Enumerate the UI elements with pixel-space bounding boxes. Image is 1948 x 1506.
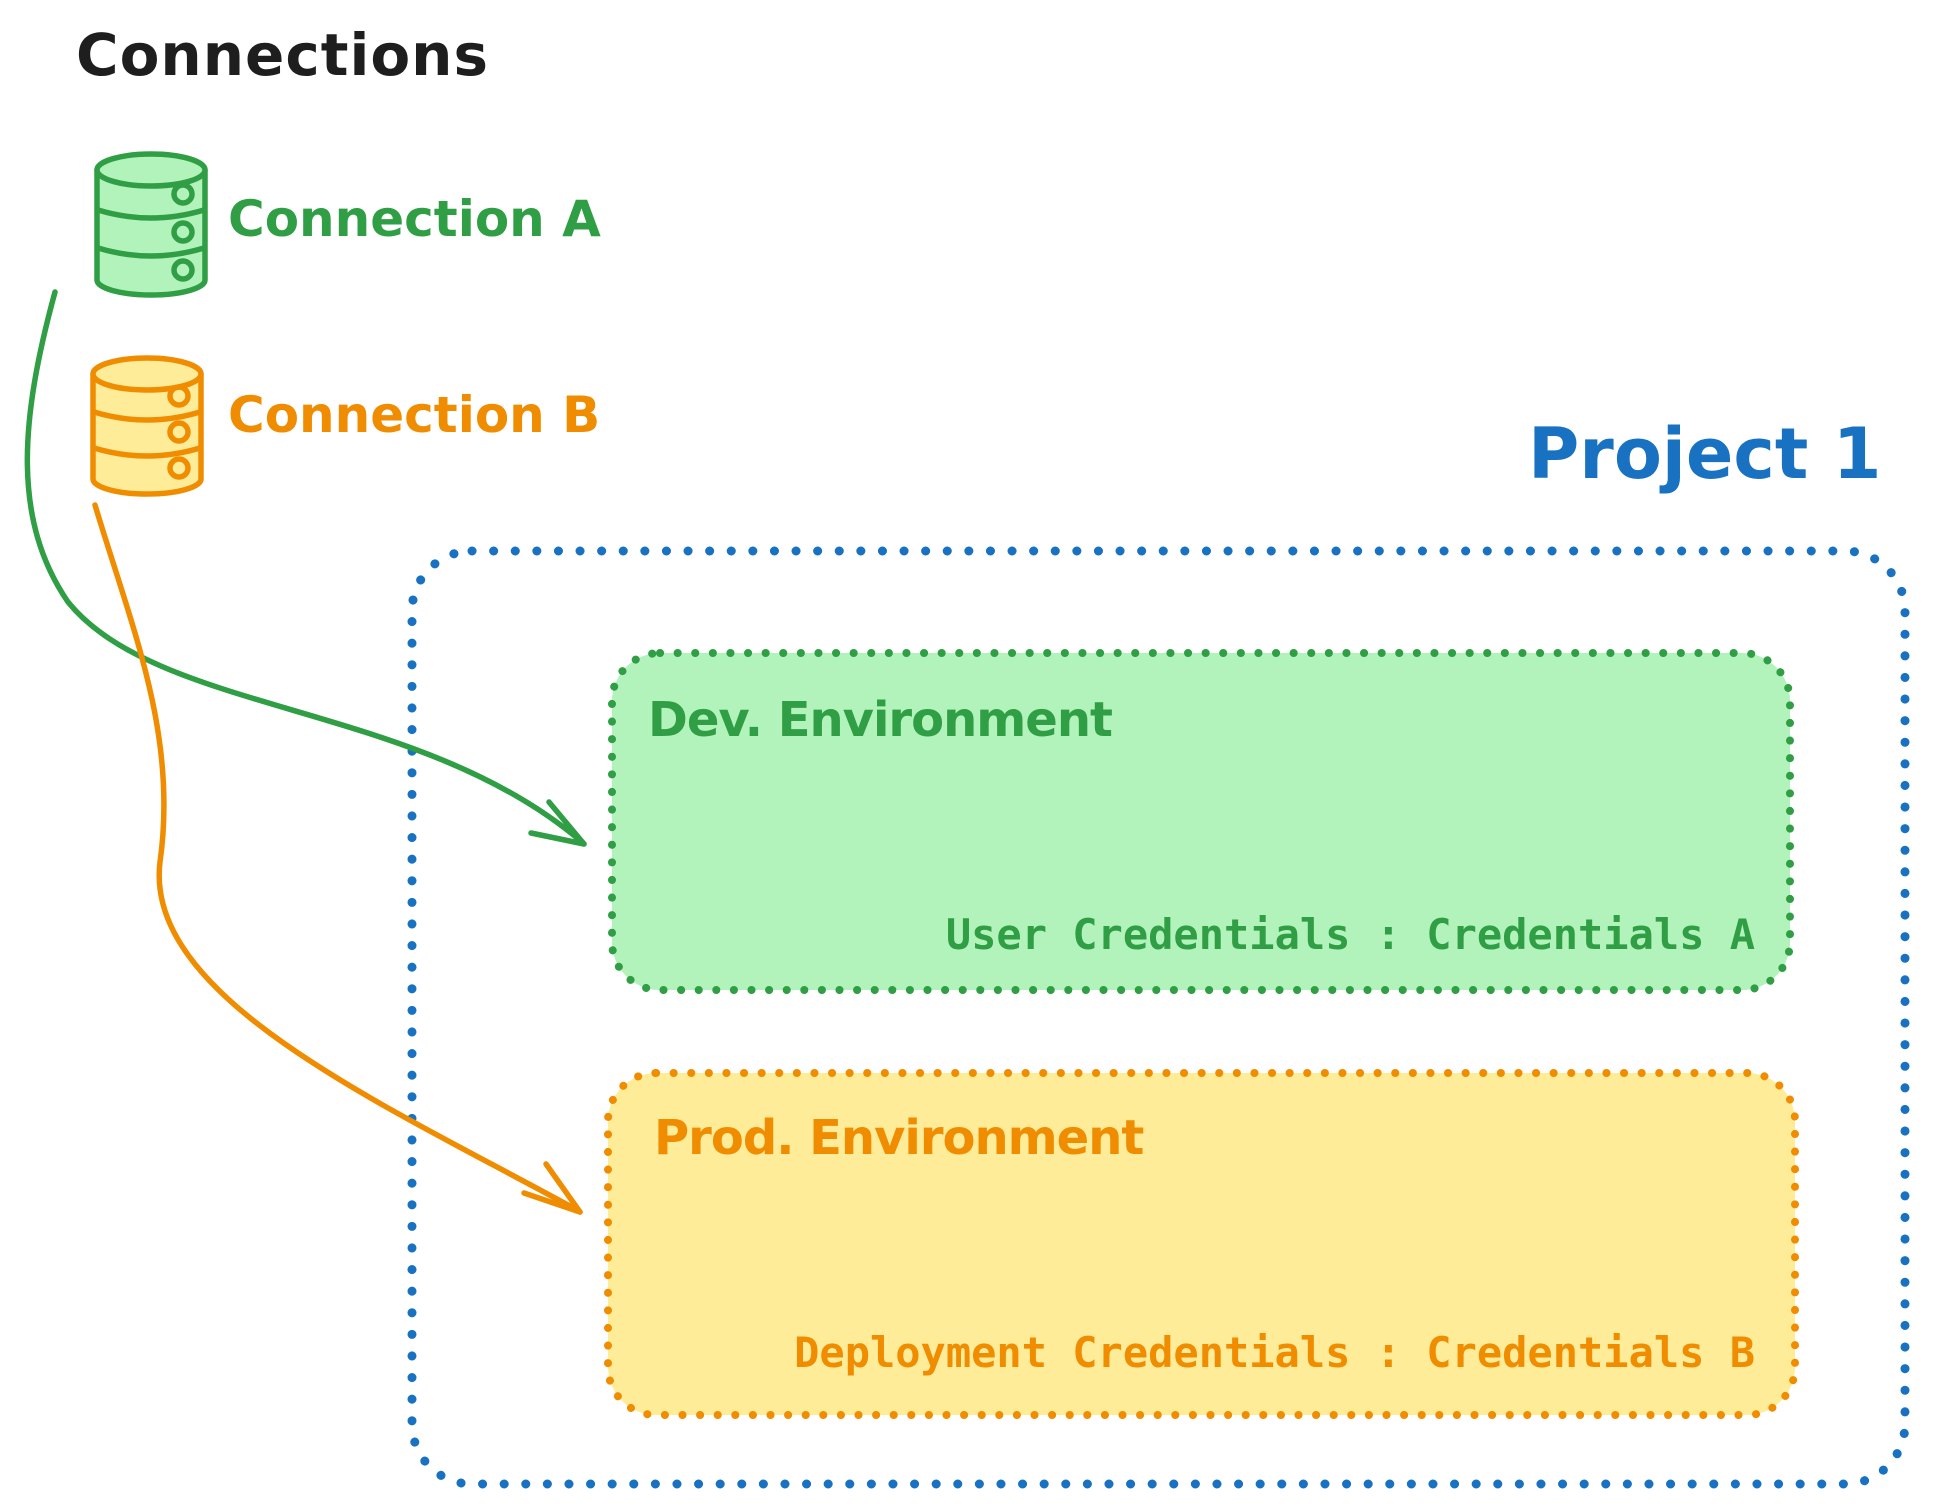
arrowhead — [546, 799, 587, 847]
database-dot — [167, 420, 191, 444]
database-divider — [95, 207, 207, 221]
database-top — [94, 151, 208, 189]
database-dot — [167, 456, 191, 480]
connection-a-label: Connection A — [228, 190, 601, 248]
arrow-line — [92, 502, 582, 1214]
connection-a-arrow — [24, 289, 587, 847]
database-divider — [95, 245, 207, 259]
database-top — [90, 355, 204, 393]
dev-environment-title: Dev. Environment — [648, 692, 1113, 748]
project-title: Project 1 — [1528, 413, 1882, 495]
arrowhead — [528, 830, 587, 847]
arrowhead — [543, 1161, 583, 1215]
arrow-line — [24, 289, 586, 846]
prod-environment-box — [604, 1069, 1799, 1419]
connection-b-arrow — [92, 502, 583, 1215]
database-icon — [90, 355, 204, 497]
database-icon — [94, 151, 208, 298]
database-dot — [171, 220, 195, 244]
dev-environment-box — [608, 649, 1794, 994]
connections-heading: Connections — [76, 21, 489, 89]
prod-credentials-text: Deployment Credentials : Credentials B — [794, 1328, 1755, 1377]
database-dot — [171, 258, 195, 282]
database-divider — [91, 445, 203, 459]
arrowhead — [521, 1190, 583, 1215]
database-dot — [171, 182, 195, 206]
dev-credentials-text: User Credentials : Credentials A — [945, 910, 1755, 959]
prod-environment-title: Prod. Environment — [654, 1110, 1144, 1166]
database-dot — [167, 384, 191, 408]
connection-b-label: Connection B — [228, 386, 601, 444]
database-divider — [91, 409, 203, 423]
